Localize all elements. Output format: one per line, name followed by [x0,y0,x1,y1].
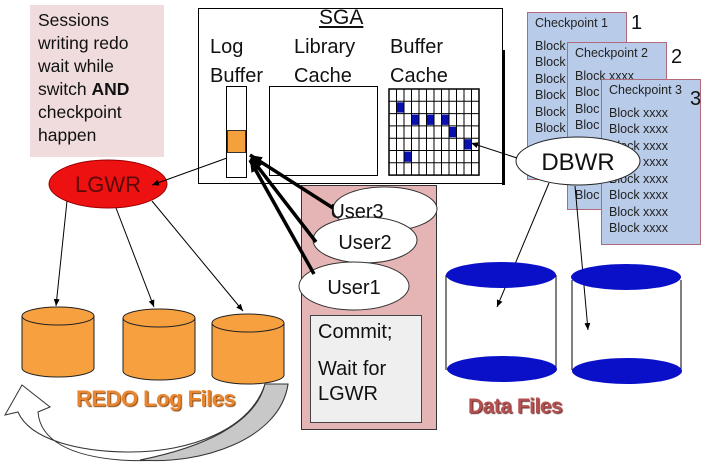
dirty-block [442,114,449,125]
note-line: happen [38,125,97,145]
dbwr-to-buffercache-arrow [470,142,518,159]
dirty-block [427,114,434,125]
lgwr-label: LGWR [75,172,141,197]
block-item: Bloc [575,85,600,99]
log-buffer-label: Log Buffer [210,33,263,91]
block-item: Block xxxx [609,122,669,136]
block-item: Block [535,71,566,86]
block-item: Bloc [575,101,600,116]
block-item: Block [535,55,566,69]
lgwr-process [48,159,168,209]
data-file-disk-1 [445,262,557,382]
buffer-cache-grid [388,88,480,176]
note-bold-text: AND [91,79,130,99]
commit-box: Commit; Wait for LGWR [310,315,422,423]
log-buffer-fill [227,130,246,153]
dirty-block [397,102,404,113]
block-item: Block [535,38,566,53]
note-line: Sessions [38,10,110,30]
block-item: Block xxxx [609,188,669,202]
redo-log-disk-3 [211,313,285,385]
commit-text: Wait for [318,358,387,380]
commit-text: LGWR [318,383,378,405]
dirty-block [404,151,411,162]
block-item: Block xxxx [609,221,669,235]
label-line: Library [294,36,356,58]
note-text: switch [38,79,92,99]
note-line: switch AND [38,78,164,101]
commit-text: Commit; [318,321,393,343]
checkpoint-number: 2 [671,46,683,68]
dirty-block [412,114,419,125]
block-item: Block xxxx [609,204,669,219]
dbwr-to-datafile1-arrow [496,182,550,308]
library-cache [269,86,378,176]
checkpoint-title: Checkpoint 1 [535,16,608,30]
dbwr-to-datafile2-arrow [574,185,591,331]
user1-to-logbuffer-arrow [248,159,316,275]
label-line: Buffer [390,36,443,58]
note-line: checkpoint [38,102,122,122]
block-item: Block xxxx [609,105,669,120]
lgwr-to-redo2-arrow [115,207,155,308]
block-item: Block [535,104,566,119]
log-switch-arrow-shade [139,383,289,462]
sga-shadow [502,50,505,185]
redo-log-disk-2 [122,308,196,381]
lgwr-to-redo1-arrow [53,200,68,307]
lgwr-to-redo3-arrow [151,200,244,312]
block-item: Block [535,121,566,135]
dbwr-process [515,136,641,186]
label-line: Cache [294,65,352,87]
dirty-block [449,126,456,138]
sga-title: SGA [319,6,364,29]
checkpoint-number: 3 [690,88,702,110]
note-line: wait while [38,56,114,76]
user1-session [298,261,410,311]
checkpoint-title: Checkpoint 2 [575,46,648,60]
label-line: Log [210,36,244,58]
dbwr-label: DBWR [541,149,614,176]
data-files-label: Data Files [468,395,563,418]
note-line: writing redo [38,33,129,53]
user2-to-logbuffer-arrow [249,156,318,244]
redo-log-files-label: REDO Log Files [76,386,236,411]
library-cache-label: Library Cache [294,33,355,91]
label-line: Buffer [210,65,263,87]
buffer-cache-label: Buffer Cache [390,33,448,91]
data-file-disk-2 [571,264,682,384]
checkpoint-title: Checkpoint 3 [609,83,682,97]
redo-log-disk-1 [21,306,95,378]
block-item: Block [535,88,566,102]
checkpoint-number: 1 [631,12,643,34]
block-item: Bloc [575,118,600,132]
user2-label: User2 [338,232,391,254]
logbuffer-to-lgwr-arrow [151,157,228,186]
user1-label: User1 [327,277,380,299]
label-line: Cache [390,65,448,87]
note-box: Sessions writing redo wait while switch … [30,5,164,157]
user3-label: User3 [330,201,383,223]
dirty-block [464,139,471,150]
user3-to-logbuffer-arrow [249,153,334,210]
